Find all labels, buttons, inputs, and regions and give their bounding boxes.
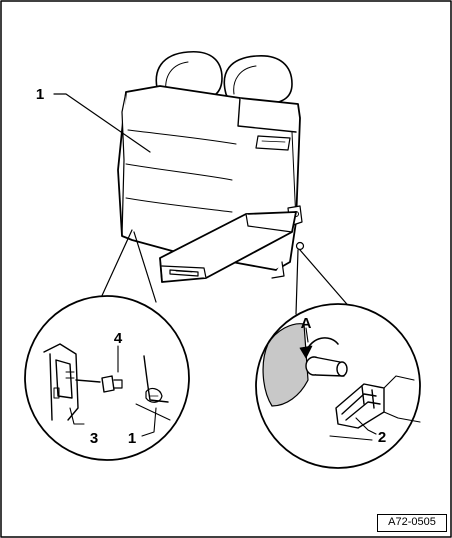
callout-1-detail: 1 [128, 430, 136, 447]
seat-side-shaded [262, 323, 309, 407]
detail-circle-right [255, 303, 421, 469]
callout-1-main: 1 [36, 86, 44, 103]
figure-code: A72-0505 [377, 514, 447, 532]
seat-latch-pin [295, 241, 305, 251]
callout-1-leader [53, 93, 151, 153]
detail-leader-lines [99, 229, 353, 315]
callout-2: 2 [378, 429, 386, 446]
callout-a: A [301, 315, 312, 332]
armrest [159, 211, 297, 283]
callout-3: 3 [90, 430, 98, 447]
detail-circle-left [24, 295, 190, 461]
callout-4: 4 [114, 330, 123, 347]
